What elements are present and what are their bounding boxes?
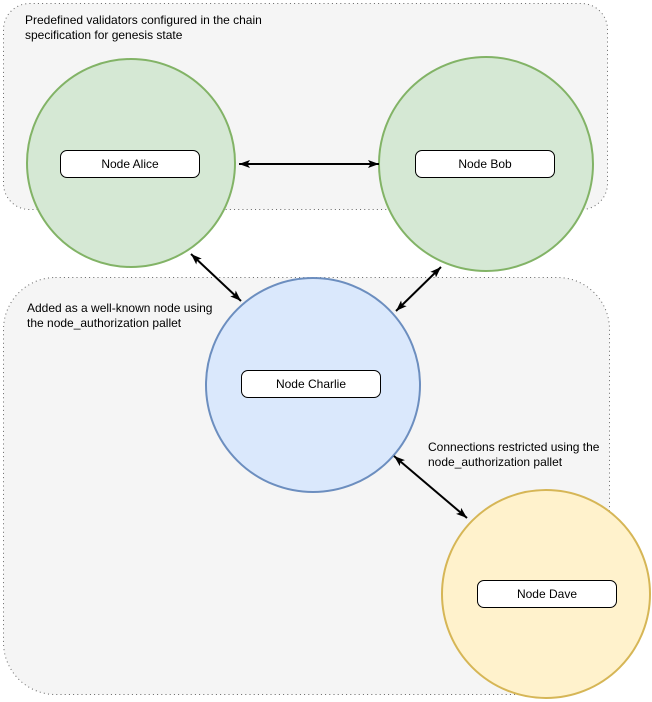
edge-alice-charlie [190, 253, 242, 302]
node-label-dave: Node Dave [477, 580, 617, 608]
node-label-alice: Node Alice [60, 150, 200, 178]
caption-genesis-validators: Predefined validators configured in the … [25, 13, 262, 42]
edge-bob-charlie [395, 266, 442, 312]
caption-connections-restricted: Connections restricted using the node_au… [428, 440, 600, 469]
caption-well-known-node: Added as a well-known node using the nod… [27, 301, 213, 330]
node-label-charlie: Node Charlie [241, 370, 381, 398]
edge-charlie-dave [393, 455, 468, 519]
node-label-bob: Node Bob [415, 150, 555, 178]
